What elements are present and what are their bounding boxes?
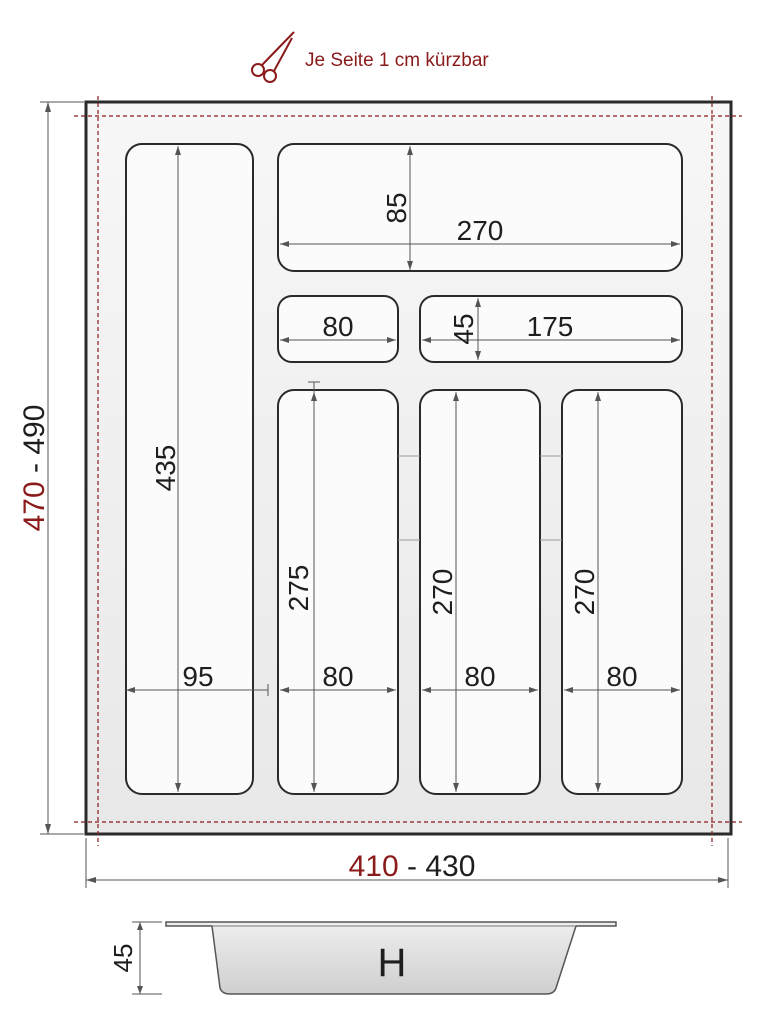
label-top-wide-width: 270 [457,215,504,246]
overall-height-max: 490 [18,405,51,455]
label-bottom-1-width: 80 [322,661,353,692]
overall-height-label: 470 - 490 [18,405,51,532]
label-bottom-2-width: 80 [464,661,495,692]
overall-height-min: 470 [18,481,51,531]
profile-height-label: H [378,941,407,985]
label-small-mid-width: 80 [322,311,353,342]
compartments [125,143,683,795]
overall-height-sep: - [18,455,51,482]
dimension-lines [126,146,680,792]
arrowheads [126,146,680,792]
compartment-bottom-1 [277,389,399,795]
compartment-mid-wide [419,295,683,363]
label-left-tall-width: 95 [182,661,213,692]
compartment-bottom-3 [561,389,683,795]
label-top-wide-height: 85 [381,192,412,223]
overall-height-dimension [40,101,84,835]
cut-note: Je Seite 1 cm kürzbar [305,50,489,71]
overall-width-sep: - [399,850,426,883]
label-bottom-3-width: 80 [606,661,637,692]
profile-depth-label: 45 [108,944,138,973]
compartment-small-mid [277,295,399,363]
label-bottom-2-height: 270 [427,569,458,616]
overall-width-min: 410 [349,850,399,883]
divider-marks [398,455,562,541]
trim-lines [74,96,742,846]
scissors-icon [251,31,295,83]
label-mid-wide-width: 175 [527,311,574,342]
label-bottom-1-height: 275 [283,565,314,612]
overall-width-label: 410 - 430 [349,850,476,883]
label-left-tall-height: 435 [150,445,181,492]
compartment-left-tall [125,143,254,795]
label-mid-wide-height: 45 [448,313,479,344]
profile-view [165,921,617,995]
overall-width-dimension [85,838,729,888]
compartment-top-wide [277,143,683,272]
profile-depth-dimension [132,921,162,995]
overall-width-max: 430 [425,850,475,883]
compartment-bottom-2 [419,389,541,795]
label-bottom-3-height: 270 [569,569,600,616]
